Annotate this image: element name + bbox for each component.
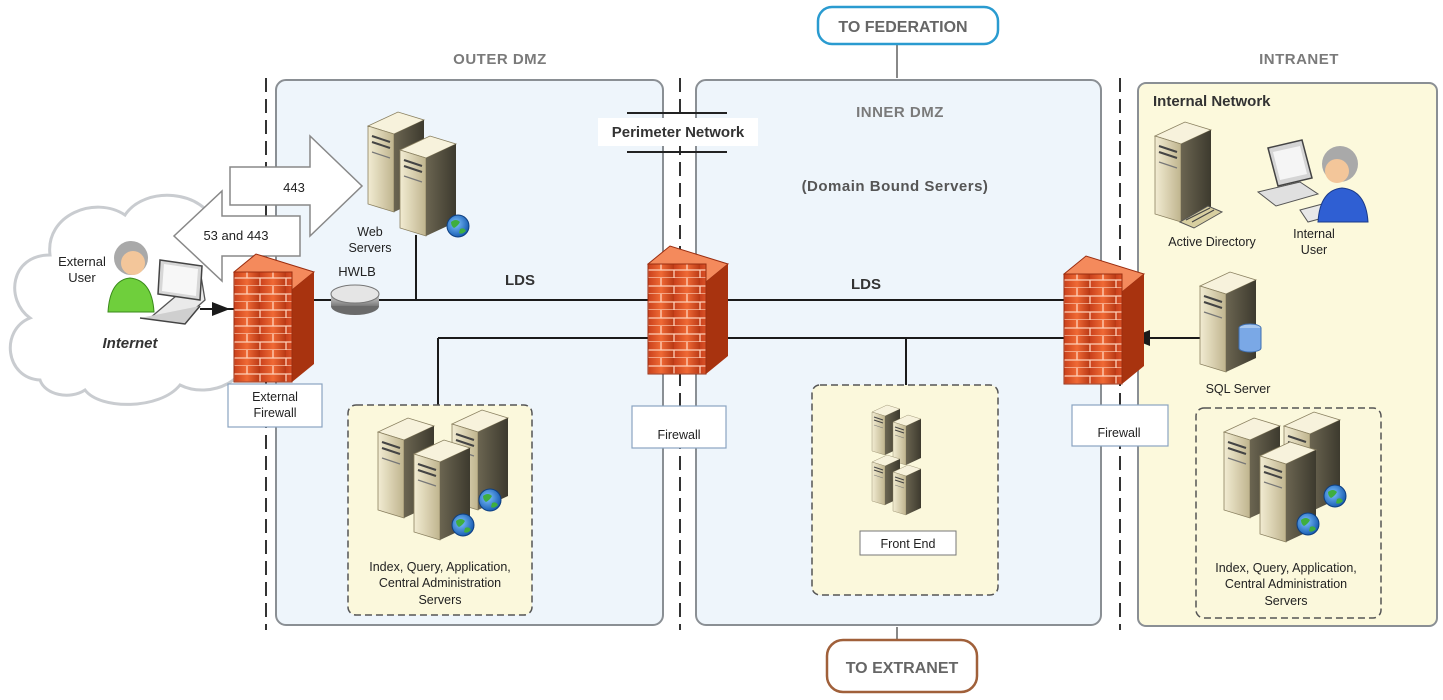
perimeter-label-bg <box>598 118 758 146</box>
internal-user-icon <box>1256 139 1369 223</box>
external-firewall-label-line1: External <box>252 390 298 404</box>
front-end-label: Front End <box>881 537 936 551</box>
internal-network-title: Internal Network <box>1153 93 1271 110</box>
to-extranet-label: TO EXTRANET <box>846 660 959 677</box>
middle-firewall-label: Firewall <box>657 428 700 442</box>
front-end-label-box <box>859 530 957 556</box>
right-firewall-label-box <box>1071 404 1169 447</box>
lds-right-label: LDS <box>851 276 881 293</box>
outer-dmz-title: OUTER DMZ <box>453 51 547 68</box>
middle-firewall-label-box <box>631 405 727 449</box>
outer-farm-label-line2: Central Administration <box>379 576 501 590</box>
internal-user-label-line2: User <box>1301 243 1327 257</box>
inbound-arrow: 443 <box>229 134 364 238</box>
sql-server-label: SQL Server <box>1206 382 1271 396</box>
outer-farm-label-line3: Servers <box>418 593 461 607</box>
right-firewall-icon <box>1063 255 1145 385</box>
external-user-icon <box>107 241 206 325</box>
inbound-arrow-label: 443 <box>283 180 305 195</box>
external-firewall-icon <box>233 253 315 383</box>
intranet-farm-label-line2: Central Administration <box>1225 577 1347 591</box>
inner-dmz-subtitle: (Domain Bound Servers) <box>802 178 989 195</box>
web-servers-label-line2: Servers <box>348 241 391 255</box>
active-directory-icon <box>1154 121 1224 229</box>
sql-server-icon <box>1199 271 1262 373</box>
to-federation-label: TO FEDERATION <box>838 19 967 36</box>
hwlb-label: HWLB <box>338 264 376 279</box>
outbound-arrow: 53 and 443 <box>172 189 301 283</box>
arrowhead-user <box>212 302 230 316</box>
lds-left-label: LDS <box>505 272 535 289</box>
perimeter-network-label: Perimeter Network <box>612 124 745 141</box>
middle-firewall-icon <box>647 245 729 375</box>
active-directory-label: Active Directory <box>1168 235 1256 249</box>
outer-farm-label-line1: Index, Query, Application, <box>369 560 511 574</box>
internet-label: Internet <box>102 335 158 352</box>
external-user-label-line2: User <box>68 270 96 285</box>
external-firewall-label-line2: Firewall <box>253 406 296 420</box>
external-user-label-line1: External <box>58 254 106 269</box>
web-servers-label-line1: Web <box>357 225 383 239</box>
intranet-farm-label-line1: Index, Query, Application, <box>1215 561 1357 575</box>
to-extranet-box <box>825 638 979 694</box>
intranet-title: INTRANET <box>1259 51 1339 68</box>
internal-user-label-line1: Internal <box>1293 227 1335 241</box>
right-firewall-label: Firewall <box>1097 426 1140 440</box>
outbound-arrow-label: 53 and 443 <box>203 228 268 243</box>
front-end-servers-icon <box>871 404 922 516</box>
inner-dmz-title: INNER DMZ <box>856 104 944 121</box>
to-federation-box <box>816 5 1000 46</box>
external-firewall-label-box <box>227 383 323 428</box>
intranet-farm-label-line3: Servers <box>1264 594 1307 608</box>
hwlb-icon <box>330 284 380 315</box>
